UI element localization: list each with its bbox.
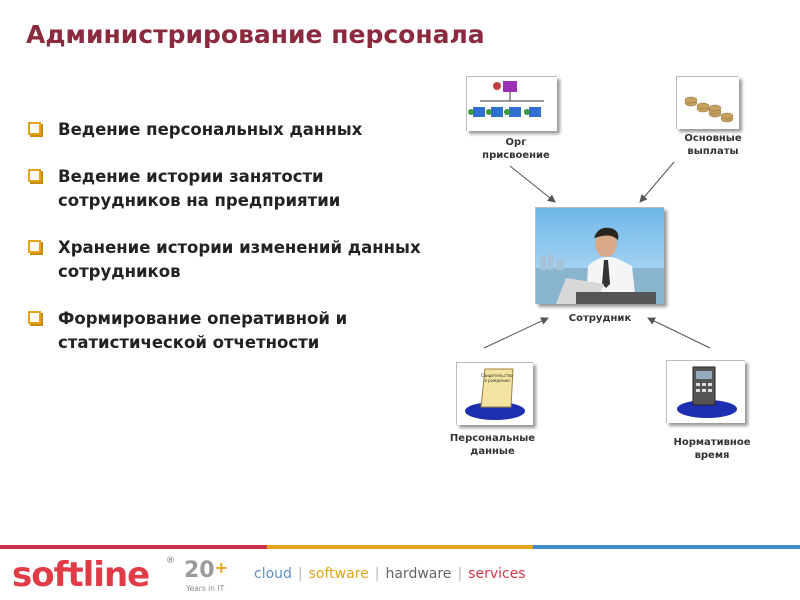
- hr-diagram: Орг присвоение Основные выплаты Сотрудни…: [440, 70, 790, 470]
- employee-photo: [535, 207, 664, 304]
- registered-mark: ®: [166, 556, 175, 566]
- personal-data-label: Персональные данные: [449, 433, 536, 457]
- diagram-arrows: [483, 161, 711, 349]
- square-bullet-icon: [28, 311, 41, 324]
- bullet-item: Формирование оперативной и статистическо…: [28, 307, 448, 355]
- personal-data-image: Свидетельство о рождении: [456, 362, 533, 425]
- bullet-text: Ведение истории занятости сотрудников на…: [58, 167, 341, 210]
- softline-logo: softline: [12, 555, 150, 595]
- org-chart-image: [466, 76, 557, 131]
- arrow-org-to-employee: [509, 165, 556, 203]
- anniversary-badge: 20+: [184, 558, 228, 583]
- employee-with-laptop-icon: [536, 227, 664, 304]
- footer-bar-red: [0, 545, 267, 549]
- arrow-personal-to-employee: [483, 317, 549, 349]
- time-clock-icon: [677, 366, 737, 418]
- org-label: Орг присвоение: [482, 137, 550, 161]
- bullet-item: Ведение персональных данных: [28, 118, 448, 142]
- bullet-text: Формирование оперативной и статистическо…: [58, 309, 348, 352]
- svg-text:о рождении: о рождении: [484, 378, 510, 383]
- tag-hardware: hardware: [385, 566, 452, 582]
- tagline: cloud|software|hardware|services: [254, 566, 526, 582]
- footer-bar-blue: [533, 545, 800, 549]
- document-scroll-icon: Свидетельство о рождении: [465, 368, 525, 420]
- bullet-item: Ведение истории занятости сотрудников на…: [28, 165, 448, 213]
- page-title: Администрирование персонала: [26, 20, 485, 49]
- square-bullet-icon: [28, 240, 41, 253]
- svg-text:Свидетельство: Свидетельство: [481, 373, 514, 378]
- payments-label: Основные выплаты: [684, 133, 742, 157]
- bullet-text: Хранение истории изменений данных сотруд…: [58, 238, 421, 281]
- anniversary-number: 20: [184, 558, 215, 583]
- tag-cloud: cloud: [254, 566, 292, 582]
- anniversary-plus: +: [214, 558, 229, 577]
- footer-bar-orange: [266, 545, 534, 549]
- arrow-payments-to-employee: [639, 161, 675, 203]
- coins-icon: [684, 96, 734, 123]
- tag-services: services: [468, 566, 526, 582]
- bullet-list: Ведение персональных данных Ведение исто…: [28, 118, 448, 378]
- org-chart-icon: [468, 81, 544, 117]
- footer-color-bar: [0, 545, 800, 549]
- years-in-it: Years in IT: [186, 584, 225, 593]
- bullet-text: Ведение персональных данных: [58, 120, 363, 139]
- bullet-item: Хранение истории изменений данных сотруд…: [28, 236, 448, 284]
- arrow-normtime-to-employee: [647, 317, 711, 349]
- square-bullet-icon: [28, 122, 41, 135]
- norm-time-label: Нормативное время: [673, 437, 751, 461]
- tag-software: software: [308, 566, 369, 582]
- employee-label: Сотрудник: [568, 313, 632, 324]
- payments-image: [676, 76, 739, 129]
- square-bullet-icon: [28, 169, 41, 182]
- norm-time-image: [666, 360, 745, 423]
